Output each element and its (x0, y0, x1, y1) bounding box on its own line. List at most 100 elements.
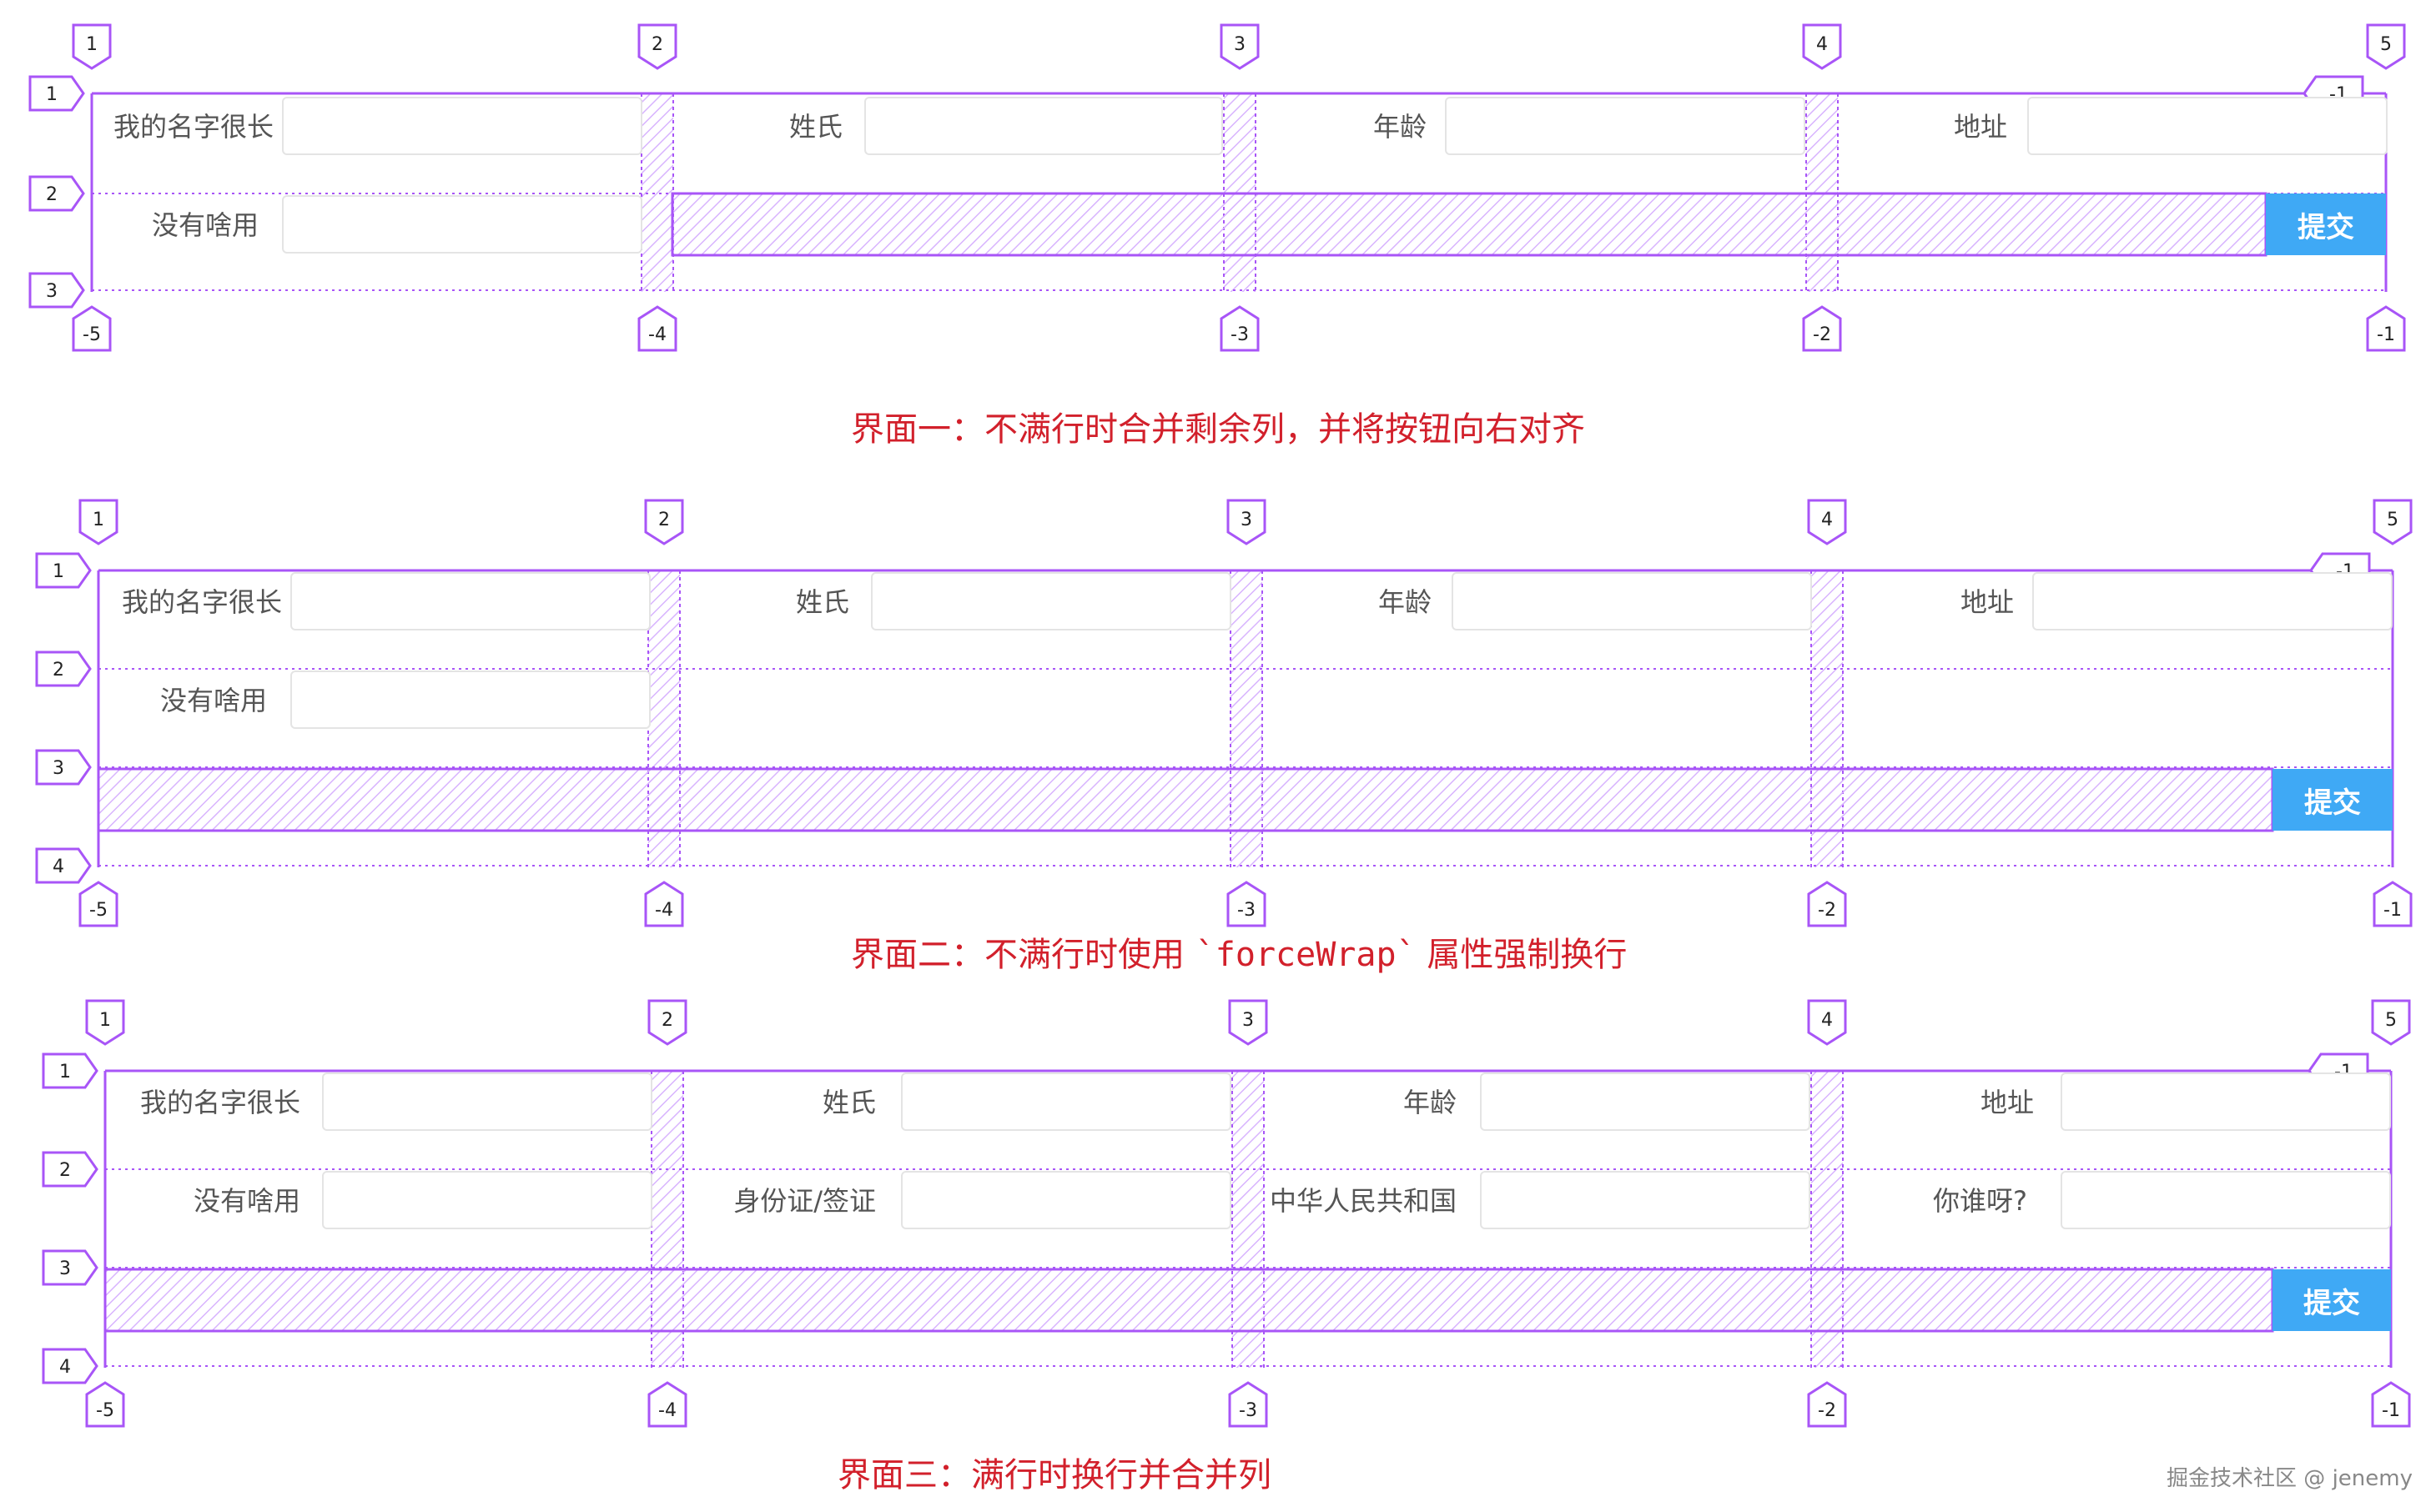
useless-input[interactable] (282, 195, 642, 254)
field-label-who-are-you: 你谁呀? (1933, 1185, 2027, 1217)
svg-text:-1: -1 (2382, 1400, 2400, 1421)
svg-text:2: 2 (53, 660, 64, 681)
surname-input[interactable] (901, 1072, 1231, 1131)
column-line-marker-negative: -4 (637, 305, 677, 352)
column-line-marker: 1 (72, 23, 112, 70)
name-input[interactable] (322, 1072, 652, 1131)
column-line-marker-negative: -2 (1807, 1381, 1847, 1428)
row-line-marker: 3 (42, 1249, 98, 1286)
submit-button[interactable]: 提交 (2272, 769, 2393, 831)
column-line-marker-negative: -1 (2371, 1381, 2411, 1428)
svg-text:-4: -4 (655, 900, 673, 921)
caption-3: 界面三：满行时换行并合并列 (838, 1456, 1271, 1494)
svg-text:1: 1 (46, 84, 58, 105)
field-label-useless: 没有啥用 (159, 685, 267, 716)
column-line-marker-negative: -5 (78, 881, 118, 927)
column-line-marker-negative: -5 (85, 1381, 125, 1428)
svg-text:1: 1 (86, 34, 98, 55)
useless-input[interactable] (322, 1171, 652, 1229)
svg-text:2: 2 (46, 184, 58, 205)
field-label-age: 年龄 (1402, 1087, 1457, 1118)
column-line-marker: 4 (1807, 999, 1847, 1046)
field-label-useless: 没有啥用 (151, 209, 259, 241)
svg-text:-5: -5 (89, 900, 108, 921)
field-label-name: 我的名字很长 (113, 111, 274, 143)
caption-2: 界面二：不满行时使用 `forceWrap` 属性强制换行 (851, 927, 1627, 976)
svg-text:-5: -5 (96, 1400, 114, 1421)
row-line-marker: 4 (35, 847, 92, 884)
age-input[interactable] (1445, 97, 1805, 155)
svg-text:-5: -5 (83, 324, 101, 345)
svg-text:-3: -3 (1239, 1400, 1257, 1421)
id-visa-input[interactable] (901, 1171, 1231, 1229)
column-line-marker: 5 (2373, 499, 2413, 545)
age-input[interactable] (1480, 1072, 1810, 1131)
age-input[interactable] (1452, 572, 1812, 630)
column-line-marker-negative: -4 (647, 1381, 687, 1428)
svg-text:-4: -4 (648, 324, 667, 345)
field-label-surname: 姓氏 (822, 1087, 876, 1118)
svg-text:5: 5 (2385, 1010, 2397, 1031)
svg-text:5: 5 (2380, 34, 2392, 55)
svg-text:3: 3 (1234, 34, 1246, 55)
surname-input[interactable] (864, 97, 1223, 155)
column-line-marker-negative: -3 (1228, 1381, 1268, 1428)
svg-text:2: 2 (59, 1160, 71, 1181)
svg-text:-2: -2 (1813, 324, 1831, 345)
svg-text:4: 4 (1821, 1010, 1833, 1031)
svg-text:3: 3 (46, 281, 58, 302)
column-line-marker: 4 (1807, 499, 1847, 545)
address-input[interactable] (2032, 572, 2393, 630)
svg-text:3: 3 (1242, 1010, 1254, 1031)
name-input[interactable] (282, 97, 642, 155)
column-line-marker: 4 (1802, 23, 1842, 70)
svg-text:1: 1 (99, 1010, 111, 1031)
caption-2-prefix: 界面二：不满行时使用 (851, 936, 1195, 974)
useless-input[interactable] (290, 671, 651, 729)
column-line-marker-negative: -1 (2373, 881, 2413, 927)
address-input[interactable] (2027, 97, 2388, 155)
prc-input[interactable] (1480, 1171, 1810, 1229)
field-label-age: 年龄 (1377, 586, 1432, 618)
svg-text:4: 4 (1816, 34, 1828, 55)
merged-submit-area (103, 1268, 2274, 1333)
column-line-marker: 3 (1228, 999, 1268, 1046)
row-line-marker: 2 (28, 175, 85, 212)
address-input[interactable] (2061, 1072, 2391, 1131)
who-are-you-input[interactable] (2061, 1171, 2391, 1229)
field-label-prc: 中华人民共和国 (1269, 1185, 1457, 1217)
submit-button[interactable]: 提交 (2266, 193, 2386, 255)
column-gap-strip (1224, 93, 1256, 292)
field-label-name: 我的名字很长 (121, 586, 282, 618)
merged-submit-area (671, 192, 2267, 257)
column-gap-strip (1806, 93, 1838, 292)
row-line-marker: 4 (42, 1348, 98, 1384)
column-gap-strip (648, 570, 680, 867)
surname-input[interactable] (871, 572, 1231, 630)
svg-text:-4: -4 (658, 1400, 677, 1421)
column-line-marker-negative: -2 (1807, 881, 1847, 927)
column-line-marker: 2 (644, 499, 684, 545)
column-line-marker: 1 (78, 499, 118, 545)
svg-text:1: 1 (93, 510, 104, 530)
field-label-surname: 姓氏 (788, 111, 843, 143)
field-label-address: 地址 (1953, 111, 2007, 143)
svg-text:-1: -1 (2383, 900, 2402, 921)
row-line-marker: 1 (42, 1052, 98, 1089)
svg-text:-2: -2 (1818, 1400, 1836, 1421)
svg-text:2: 2 (662, 1010, 673, 1031)
submit-button[interactable]: 提交 (2272, 1269, 2391, 1331)
svg-text:3: 3 (1241, 510, 1252, 530)
svg-text:4: 4 (53, 856, 64, 877)
column-line-marker-negative: -5 (72, 305, 112, 352)
name-input[interactable] (290, 572, 651, 630)
column-line-marker-negative: -3 (1220, 305, 1260, 352)
field-label-age: 年龄 (1372, 111, 1427, 143)
field-label-name: 我的名字很长 (139, 1087, 300, 1118)
column-line-marker-negative: -4 (644, 881, 684, 927)
row-line-marker: 1 (35, 552, 92, 589)
row-line-marker: 2 (42, 1151, 98, 1188)
